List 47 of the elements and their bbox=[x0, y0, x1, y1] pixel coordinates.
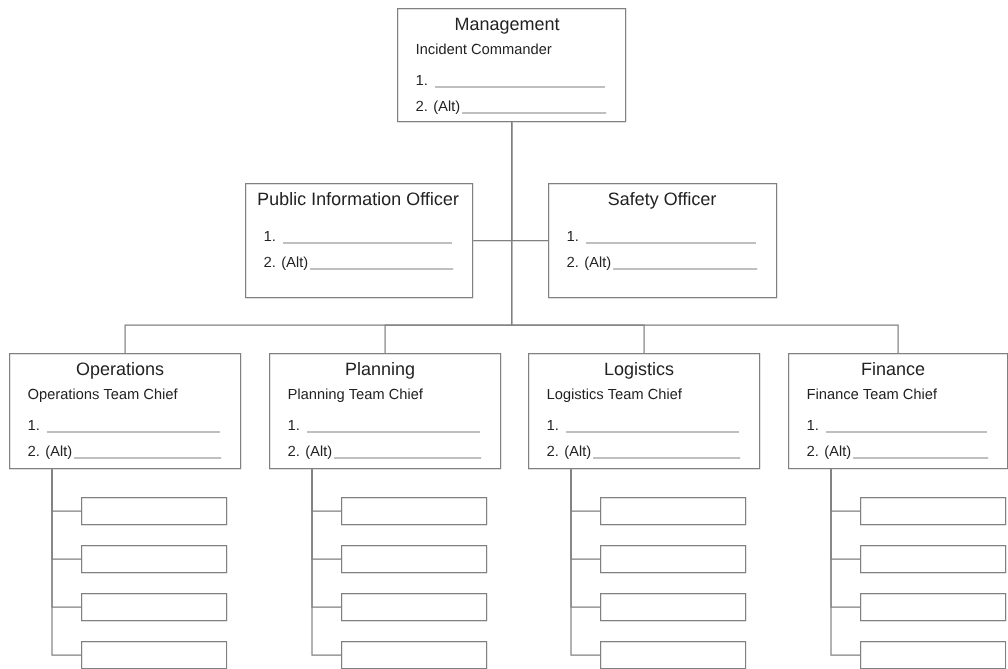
list-number: 1. bbox=[28, 419, 39, 430]
box-heading: Logistics bbox=[605, 361, 674, 379]
list-number: 1. bbox=[264, 230, 275, 241]
empty-box bbox=[81, 593, 228, 622]
empty-box bbox=[341, 593, 488, 622]
list-number: 1. bbox=[807, 419, 818, 430]
empty-box bbox=[600, 497, 747, 526]
list-number: 2. (Alt) bbox=[567, 256, 611, 271]
list-number: 2. (Alt) bbox=[264, 256, 308, 271]
empty-box bbox=[860, 641, 1007, 669]
role-title: Logistics Team Chief bbox=[547, 388, 682, 403]
empty-box bbox=[860, 593, 1007, 622]
list-number: 2. (Alt) bbox=[547, 445, 591, 460]
box-heading: Operations bbox=[76, 361, 164, 379]
empty-box bbox=[860, 497, 1007, 526]
connector-line bbox=[51, 468, 82, 656]
connector-line bbox=[830, 468, 861, 656]
box-heading: Management bbox=[455, 17, 560, 34]
list-number: 1. bbox=[416, 74, 427, 85]
empty-box bbox=[341, 641, 488, 669]
empty-box bbox=[600, 593, 747, 622]
empty-box bbox=[81, 641, 228, 669]
box-heading: Safety Officer bbox=[608, 191, 717, 209]
box-heading: Finance bbox=[862, 361, 925, 376]
empty-box bbox=[341, 545, 488, 574]
empty-box bbox=[600, 641, 747, 669]
list-number: 2. (Alt) bbox=[288, 445, 332, 460]
list-number: 2. (Alt) bbox=[807, 445, 851, 460]
role-title: Planning Team Chief bbox=[288, 388, 423, 403]
list-number: 1. bbox=[547, 419, 558, 430]
empty-box bbox=[600, 545, 747, 574]
empty-box bbox=[860, 545, 1007, 574]
box-heading: Planning bbox=[346, 361, 414, 379]
connector-line bbox=[570, 468, 601, 656]
role-title: Operations Team Chief bbox=[28, 388, 178, 403]
list-number: 1. bbox=[567, 230, 578, 241]
connector-line bbox=[511, 121, 899, 354]
list-number: 1. bbox=[288, 419, 299, 430]
empty-box bbox=[341, 497, 488, 526]
role-title: Incident Commander bbox=[416, 43, 552, 55]
list-number: 2. (Alt) bbox=[28, 445, 72, 460]
connector-line bbox=[311, 468, 342, 656]
list-number: 2. (Alt) bbox=[416, 100, 460, 115]
empty-box bbox=[81, 545, 228, 574]
empty-box bbox=[81, 497, 228, 526]
role-title: Finance Team Chief bbox=[807, 388, 938, 400]
box-heading: Public Information Officer bbox=[258, 191, 459, 206]
